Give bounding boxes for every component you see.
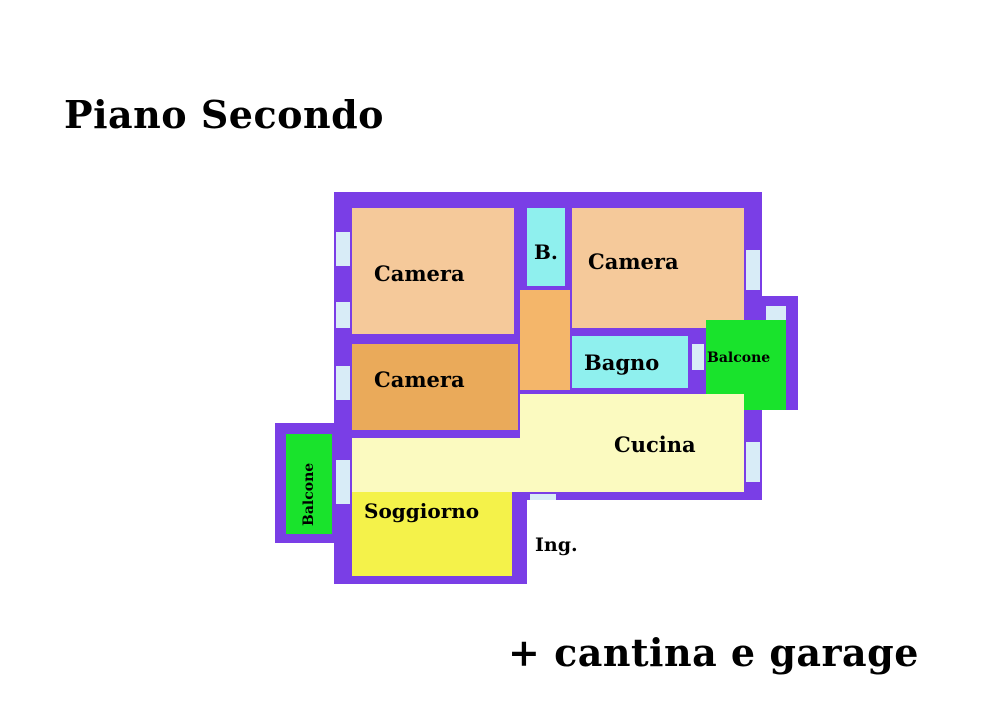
footer-note: + cantina e garage: [508, 630, 919, 675]
room-camera-3: [352, 344, 518, 430]
window: [336, 232, 350, 266]
windows: [336, 232, 786, 504]
label-balcone-right: Balcone: [707, 350, 770, 366]
label-balcone-left: Balcone: [301, 463, 317, 526]
label-bagno: Bagno: [584, 350, 659, 375]
window: [766, 306, 786, 320]
window: [692, 344, 704, 370]
label-cucina: Cucina: [614, 432, 696, 457]
window: [336, 366, 350, 400]
window: [336, 460, 350, 504]
room-cucina-lower: [352, 438, 744, 492]
room-bagno: [572, 336, 688, 388]
label-camera-3: Camera: [374, 367, 465, 392]
room-soggiorno: [352, 492, 512, 576]
right-notch: [762, 410, 802, 500]
window: [746, 250, 760, 290]
room-bagno-small: [527, 208, 565, 286]
room-camera-1: [352, 208, 514, 334]
label-ingresso: Ing.: [535, 534, 578, 556]
label-camera-1: Camera: [374, 261, 465, 286]
room-balcone-left: [286, 434, 332, 534]
label-soggiorno: Soggiorno: [364, 499, 479, 523]
label-camera-2: Camera: [588, 249, 679, 274]
room-labels: Camera B. Camera Camera Bagno Balcone Cu…: [301, 240, 770, 556]
room-camera-2: [572, 208, 744, 328]
door-gap: [530, 494, 556, 500]
entrance-notch: [527, 500, 767, 590]
window: [336, 302, 350, 328]
rooms: [286, 208, 786, 576]
label-bagno-small: B.: [534, 240, 558, 264]
window: [746, 442, 760, 482]
page-title: Piano Secondo: [64, 92, 384, 137]
room-corridor: [520, 290, 570, 390]
